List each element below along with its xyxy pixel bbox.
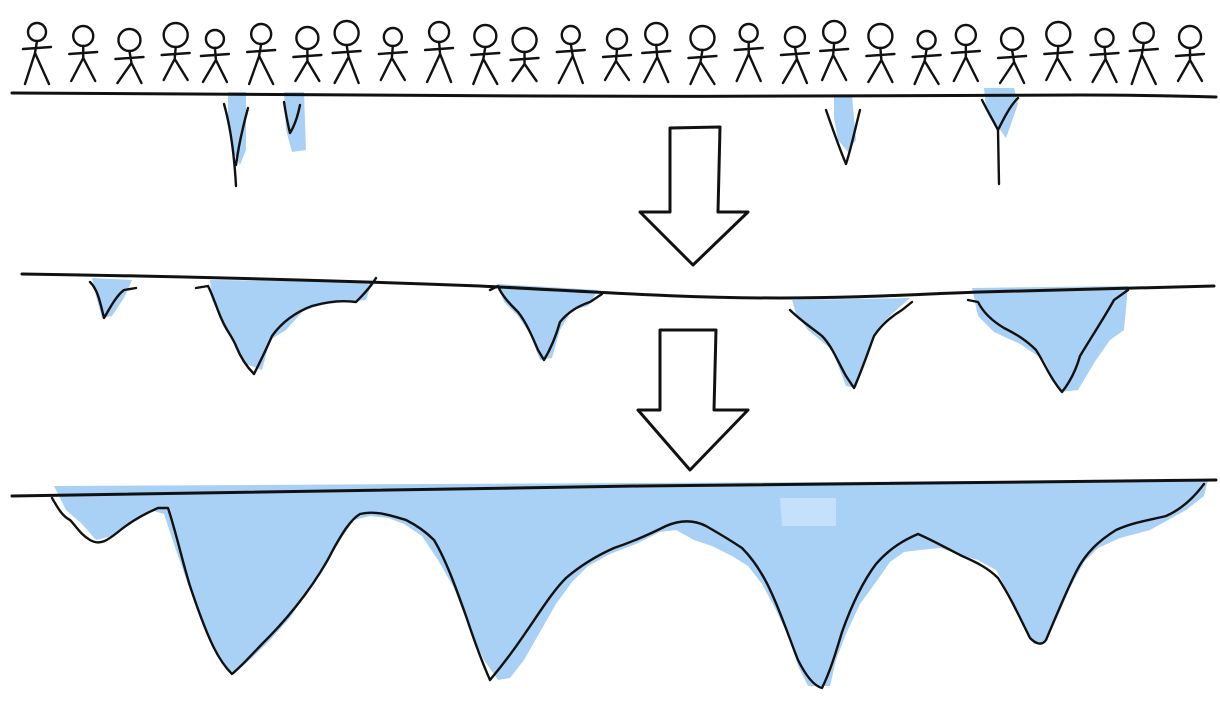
person-body [162,47,190,80]
person-head [206,30,224,48]
person-icon [425,22,453,82]
person-body [781,47,809,83]
person-head [384,28,402,46]
person-body [642,45,670,82]
person-icon [471,25,499,84]
stage-1 [12,88,1216,186]
person-icon [201,30,229,82]
person-head [956,25,976,45]
person-head [607,29,627,49]
person-body [115,51,143,83]
person-icon [69,26,97,81]
person-icon [333,21,361,83]
person-icon [1176,26,1204,81]
person-body [603,49,631,80]
person-body [952,45,980,81]
person-body [1176,48,1204,81]
person-head [868,24,892,48]
person-head [740,24,758,42]
person-icon [781,27,809,83]
person-head [1001,28,1023,50]
person-icon [115,29,143,83]
person-icon [162,23,190,80]
person-icon [688,26,716,84]
person-head [1046,22,1070,46]
person-head [474,25,496,47]
person-icon [913,31,941,84]
person-icon [952,25,980,81]
person-head [823,21,845,43]
down-arrow-icon [640,127,748,265]
person-icon [23,23,51,84]
person-body [866,48,894,82]
down-arrow-icon [638,330,748,470]
person-head [645,23,667,45]
person-icon [735,24,763,81]
person-head [1096,29,1114,47]
people-row [23,21,1204,84]
person-icon [603,29,631,80]
stage-2-water-2 [210,280,372,370]
person-body [1091,47,1119,82]
person-head [690,26,714,50]
person-icon [998,28,1026,83]
person-body [913,49,941,84]
person-icon [1130,23,1158,84]
person-body [998,50,1026,83]
person-body [1130,43,1158,84]
person-head [335,21,359,45]
person-body [557,44,585,83]
person-body [1044,46,1072,80]
person-icon [511,28,539,81]
person-icon [247,24,275,84]
person-body [425,42,453,82]
person-icon [557,26,585,83]
person-head [28,23,46,41]
person-head [785,27,805,47]
stage-2-water-4 [792,298,910,388]
person-head [918,31,936,49]
person-icon [1091,29,1119,82]
person-head [513,28,537,52]
person-body [511,52,539,81]
person-head [562,26,580,44]
person-body [69,46,97,81]
person-icon [1044,22,1072,80]
person-body [735,42,763,81]
person-body [688,50,716,84]
person-head [1134,23,1154,43]
person-head [296,27,318,49]
person-body [820,43,848,80]
person-head [429,22,449,42]
person-body [379,46,407,80]
person-head [1179,26,1201,48]
person-body [201,48,229,82]
person-icon [820,21,848,80]
stage-3-water-highlight [780,498,836,526]
person-head [118,29,140,51]
person-head [73,26,93,46]
stage-2 [22,274,1214,392]
person-body [471,47,499,84]
person-body [247,44,275,84]
person-icon [866,24,894,82]
stage-2-water-3 [498,284,598,360]
person-head [164,23,188,47]
person-body [23,41,51,84]
person-head [251,24,271,44]
person-icon [293,27,321,81]
stage-3-water-main [54,480,1208,686]
stage-3 [12,480,1216,688]
person-body [293,49,321,81]
person-icon [379,28,407,80]
stage-1-ground-line [12,93,1216,97]
person-icon [642,23,670,82]
person-body [333,45,361,83]
